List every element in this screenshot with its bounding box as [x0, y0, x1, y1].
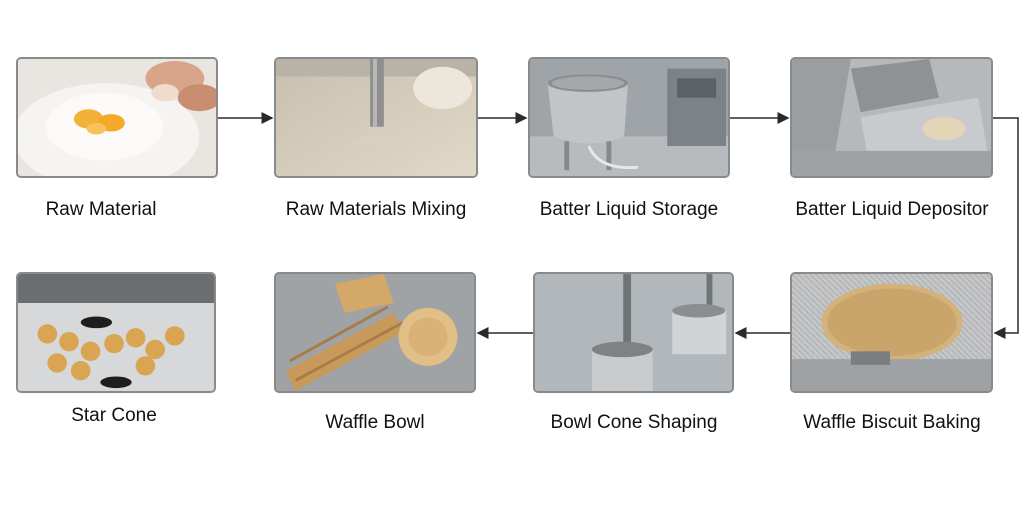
step-label: Batter Liquid Storage	[539, 199, 719, 220]
star-cone-photo	[16, 272, 216, 393]
batter-liquid-depositor-photo	[790, 57, 993, 178]
waffle-bowl-photo	[274, 272, 476, 393]
step-label: Raw Materials Mixing	[285, 199, 467, 220]
batter-liquid-storage-photo	[528, 57, 730, 178]
step-label: Bowl Cone Shaping	[550, 412, 718, 433]
raw-material-photo	[16, 57, 218, 178]
step-label: Waffle Bowl	[325, 412, 425, 433]
step-label: Batter Liquid Depositor	[795, 199, 989, 220]
arrow-down-return	[993, 117, 1019, 339]
step-label: Raw Material	[45, 199, 157, 220]
waffle-biscuit-baking-photo	[790, 272, 993, 393]
raw-materials-mixing-photo	[274, 57, 478, 178]
step-label: Waffle Biscuit Baking	[803, 412, 981, 433]
bowl-cone-shaping-photo	[533, 272, 734, 393]
step-label: Star Cone	[71, 405, 157, 426]
